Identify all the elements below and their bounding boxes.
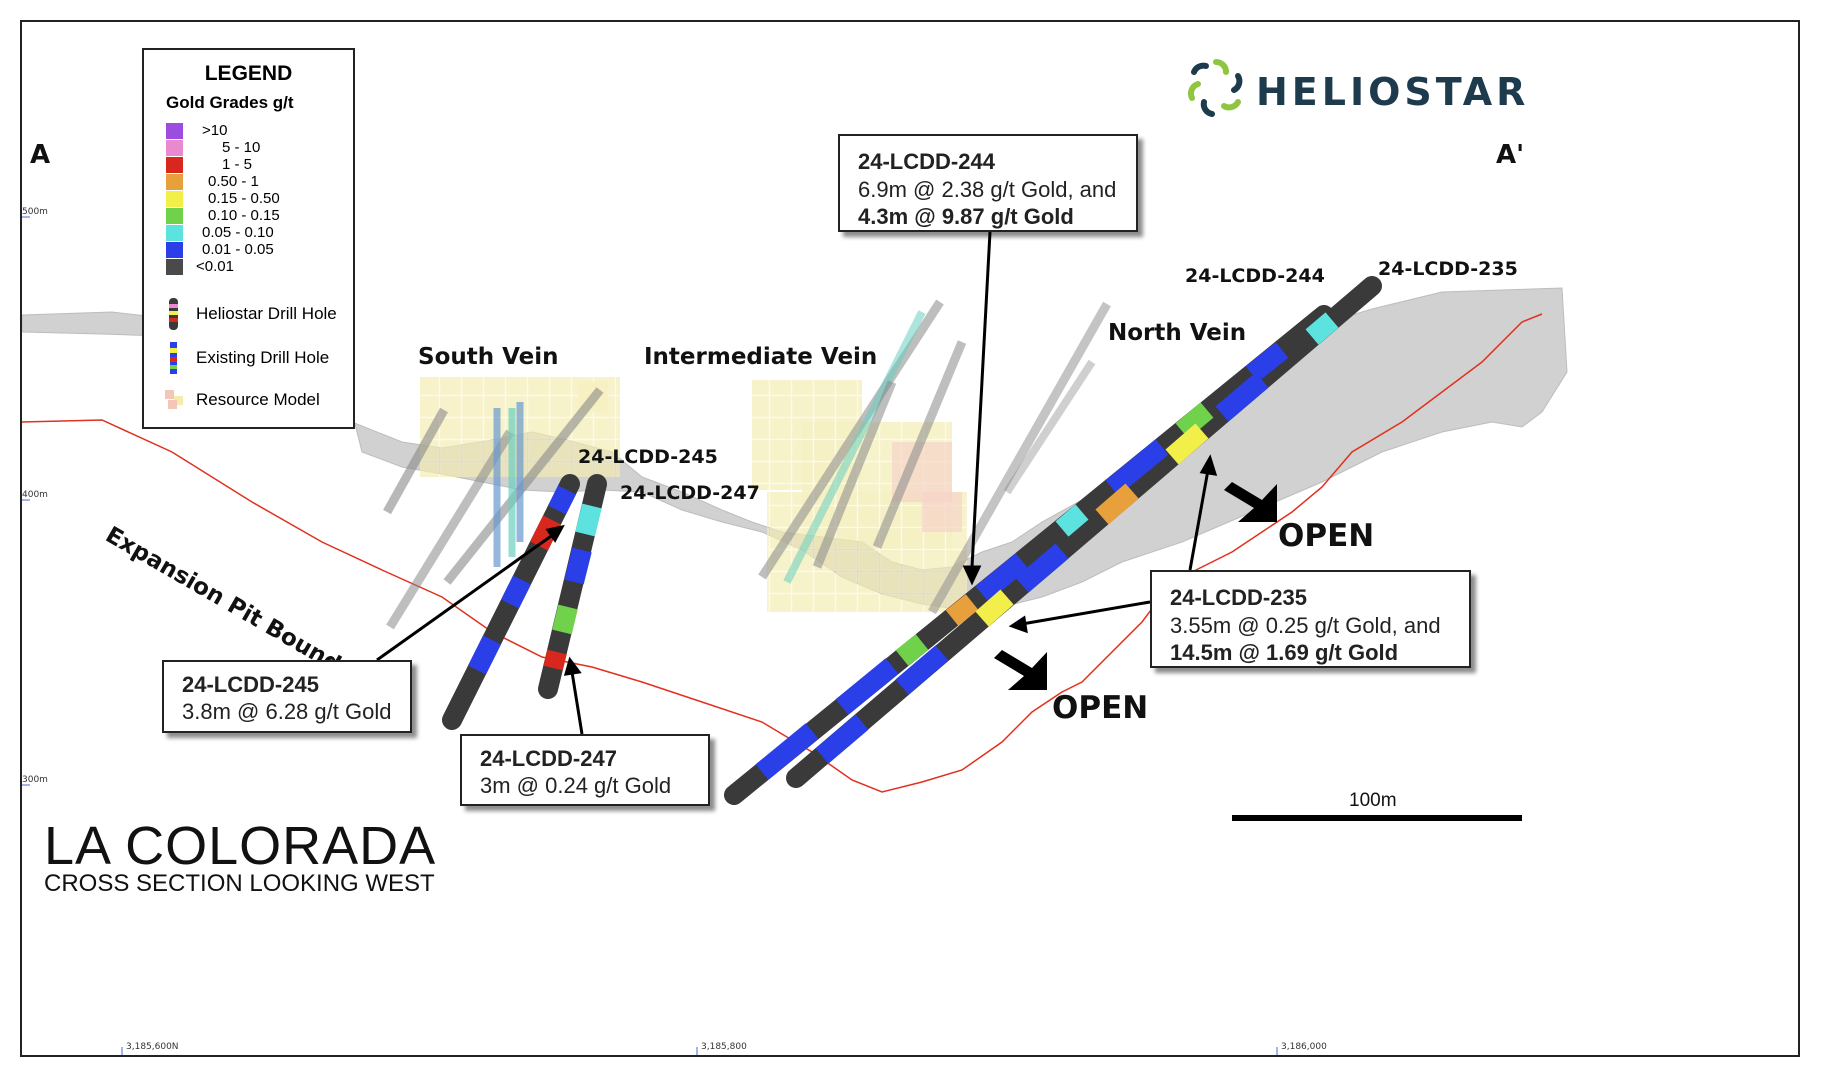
easting-label-1: 3,185,600N bbox=[126, 1042, 179, 1052]
callout-line: 3.55m @ 0.25 g/t Gold, and bbox=[1170, 613, 1441, 638]
legend-symbol-label: Heliostar Drill Hole bbox=[196, 304, 337, 323]
resource-model-icon bbox=[165, 390, 183, 409]
callout-24-lcdd-244: 24-LCDD-244 6.9m @ 2.38 g/t Gold, and 4.… bbox=[838, 134, 1138, 232]
elevation-label-300: 300m bbox=[22, 775, 48, 785]
open-label: OPEN bbox=[1278, 518, 1375, 554]
callout-title: 24-LCDD-245 bbox=[182, 672, 319, 697]
callout-24-lcdd-235: 24-LCDD-235 3.55m @ 0.25 g/t Gold, and 1… bbox=[1150, 570, 1471, 668]
hole-24-lcdd-244 bbox=[724, 305, 1334, 805]
grade-label: 0.01 - 0.05 bbox=[202, 241, 274, 258]
elevation-label-500: 500m bbox=[22, 207, 48, 217]
map-subtitle: CROSS SECTION LOOKING WEST bbox=[44, 870, 435, 897]
section-end-label: A' bbox=[1496, 140, 1525, 170]
grade-label: 1 - 5 bbox=[222, 156, 253, 173]
callout-line: 14.5m @ 1.69 g/t Gold bbox=[1170, 640, 1399, 665]
existing-drill-hole-icon bbox=[170, 342, 177, 374]
legend-symbol-label: Existing Drill Hole bbox=[196, 348, 330, 367]
grade-swatch bbox=[166, 242, 183, 258]
heliostar-drill-hole-icon bbox=[169, 298, 178, 330]
grade-swatch bbox=[166, 157, 183, 173]
grade-label: 0.50 - 1 bbox=[208, 173, 259, 190]
callout-line: 3.8m @ 6.28 g/t Gold bbox=[182, 699, 392, 724]
grade-label: <0.01 bbox=[196, 258, 234, 275]
south-vein-label: South Vein bbox=[418, 344, 559, 370]
callout-arrows bbox=[376, 231, 1218, 735]
company-name: HELIOSTAR bbox=[1256, 70, 1530, 114]
section-start-label: A bbox=[30, 140, 51, 170]
callout-line: 3m @ 0.24 g/t Gold bbox=[480, 773, 672, 798]
grade-swatch bbox=[166, 174, 183, 190]
grade-swatch bbox=[166, 208, 183, 224]
north-vein-label: North Vein bbox=[1108, 320, 1247, 346]
axis-ticks bbox=[22, 216, 1278, 1055]
heliostar-logo-icon bbox=[1187, 59, 1243, 117]
callout-24-lcdd-247: 24-LCDD-247 3m @ 0.24 g/t Gold bbox=[460, 734, 710, 806]
grade-swatch bbox=[166, 123, 183, 139]
hole-label-235: 24-LCDD-235 bbox=[1378, 258, 1518, 280]
grade-swatch bbox=[166, 191, 183, 207]
map-title: LA COLORADA bbox=[44, 816, 437, 876]
cross-section bbox=[22, 216, 1568, 1055]
easting-label-2: 3,185,800 bbox=[701, 1042, 747, 1052]
callout-title: 24-LCDD-247 bbox=[480, 746, 617, 771]
open-label: OPEN bbox=[1052, 690, 1149, 726]
legend-symbol-label: Resource Model bbox=[196, 390, 320, 409]
easting-label-3: 3,186,000 bbox=[1281, 1042, 1327, 1052]
legend-subtitle: Gold Grades g/t bbox=[166, 93, 294, 112]
grade-label: 0.05 - 0.10 bbox=[202, 224, 274, 241]
grade-label: 5 - 10 bbox=[222, 139, 261, 156]
callout-line: 4.3m @ 9.87 g/t Gold bbox=[858, 204, 1074, 229]
callout-title: 24-LCDD-244 bbox=[858, 149, 995, 174]
grade-label: 0.15 - 0.50 bbox=[208, 190, 280, 207]
callout-line: 6.9m @ 2.38 g/t Gold, and bbox=[858, 177, 1117, 202]
open-arrows bbox=[994, 482, 1277, 690]
callout-24-lcdd-245: 24-LCDD-245 3.8m @ 6.28 g/t Gold bbox=[162, 660, 412, 733]
hole-label-244: 24-LCDD-244 bbox=[1185, 265, 1325, 287]
intermediate-vein-label: Intermediate Vein bbox=[644, 344, 878, 370]
grade-label: >10 bbox=[202, 122, 228, 139]
elevation-label-400: 400m bbox=[22, 490, 48, 500]
callout-title: 24-LCDD-235 bbox=[1170, 585, 1307, 610]
hole-label-245: 24-LCDD-245 bbox=[578, 446, 718, 468]
existing-drill-holes bbox=[383, 299, 1111, 630]
scale-bar-label: 100m bbox=[1349, 790, 1397, 811]
pit-boundary-line bbox=[22, 313, 1543, 793]
grade-label: 0.10 - 0.15 bbox=[208, 207, 280, 224]
legend: LEGEND Gold Grades g/t >10 5 - 10 1 - 5 … bbox=[142, 48, 355, 429]
drill-hole-intervals bbox=[468, 312, 1339, 780]
grade-swatch bbox=[166, 140, 183, 156]
legend-title: LEGEND bbox=[204, 62, 293, 85]
grade-swatch bbox=[166, 225, 183, 241]
hole-label-247: 24-LCDD-247 bbox=[620, 482, 760, 504]
map-frame: 500m 400m 300m 3,185,600N 3,185,800 3,18… bbox=[20, 20, 1800, 1057]
hole-24-lcdd-235 bbox=[786, 276, 1382, 788]
grade-swatch bbox=[166, 259, 183, 275]
